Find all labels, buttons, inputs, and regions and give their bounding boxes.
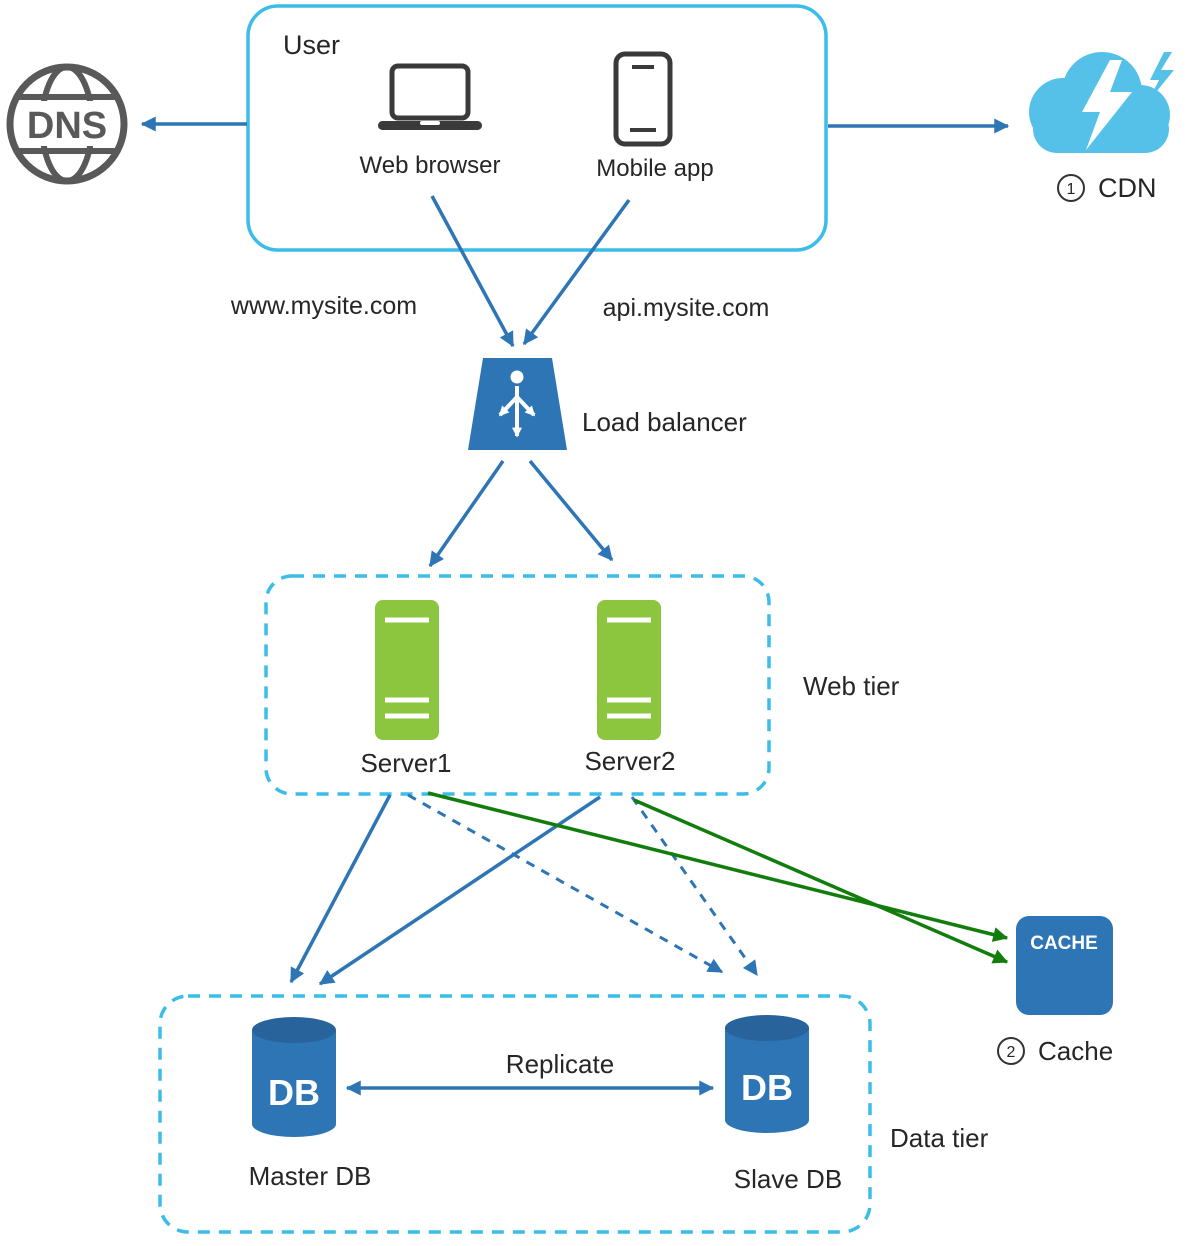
web-tier-group: Server1 Server2 Web tier [264, 574, 900, 796]
user-title: User [283, 30, 340, 60]
user-group: User Web browser Mobile app [246, 4, 828, 252]
api-route-label: api.mysite.com [603, 294, 770, 322]
data-tier-box [158, 994, 872, 1234]
mobile-app-label: Mobile app [596, 155, 713, 182]
www-route-label: www.mysite.com [230, 292, 417, 320]
server1-to-cache-arrow [427, 791, 1009, 942]
server2-to-master-arrow [318, 795, 601, 986]
dns-node: DNS [6, 63, 128, 185]
user-box [246, 4, 828, 252]
cache-label: Cache [1038, 1036, 1113, 1066]
web-browser-label: Web browser [360, 152, 501, 179]
cdn-cloud-icon [1029, 52, 1174, 153]
load-balancer-icon-dot [510, 370, 524, 384]
lightning-bolt-icon [1082, 60, 1132, 150]
load-balancer-icon-arrow-left [498, 395, 519, 417]
dns-label-plate [20, 101, 114, 146]
server1-label: Server1 [360, 748, 451, 778]
web-tier-box [264, 574, 771, 796]
browser-to-lb-arrow [430, 195, 515, 348]
replicate-label: Replicate [506, 1049, 614, 1079]
slave-db-label: Slave DB [734, 1164, 842, 1194]
master-db-label: Master DB [249, 1161, 372, 1191]
cdn-node: 1 CDN [1029, 52, 1174, 203]
load-balancer-icon-arrow-right [515, 395, 536, 417]
server2-to-slave-arrow [630, 796, 759, 977]
mobile-to-lb-arrow [522, 198, 631, 346]
server1-icon [375, 600, 439, 740]
dns-label: DNS [27, 105, 107, 147]
laptop-icon [378, 63, 482, 130]
server1-to-master-arrow [289, 794, 392, 984]
lb-to-server2-arrow [528, 459, 614, 562]
cache-number: 2 [1007, 1044, 1016, 1061]
data-tier-group: DB Master DB DB Slave DB Replicate Data … [158, 994, 989, 1234]
load-balancer-node: Load balancer [468, 358, 747, 450]
web-tier-label: Web tier [803, 671, 900, 701]
load-balancer-label: Load balancer [582, 407, 747, 437]
cache-box-label: CACHE [1030, 933, 1098, 954]
slave-db-text: DB [741, 1067, 793, 1108]
slave-db-icon: DB [725, 1015, 809, 1133]
cache-icon [1016, 916, 1113, 1015]
cdn-number: 1 [1067, 181, 1076, 198]
data-tier-label: Data tier [890, 1123, 989, 1153]
small-lightning-icon [1148, 52, 1174, 102]
master-db-icon: DB [252, 1017, 336, 1137]
cache-node: CACHE 2 Cache [997, 916, 1113, 1066]
cdn-label: CDN [1098, 173, 1157, 203]
server2-icon [597, 600, 661, 740]
server2-label: Server2 [584, 746, 675, 776]
mobile-icon [613, 51, 673, 147]
cdn-number-badge [1057, 174, 1085, 202]
lb-to-server1-arrow [428, 460, 505, 568]
cache-number-badge [997, 1037, 1025, 1065]
master-db-text: DB [268, 1072, 320, 1113]
server2-to-cache-arrow [633, 798, 1009, 964]
